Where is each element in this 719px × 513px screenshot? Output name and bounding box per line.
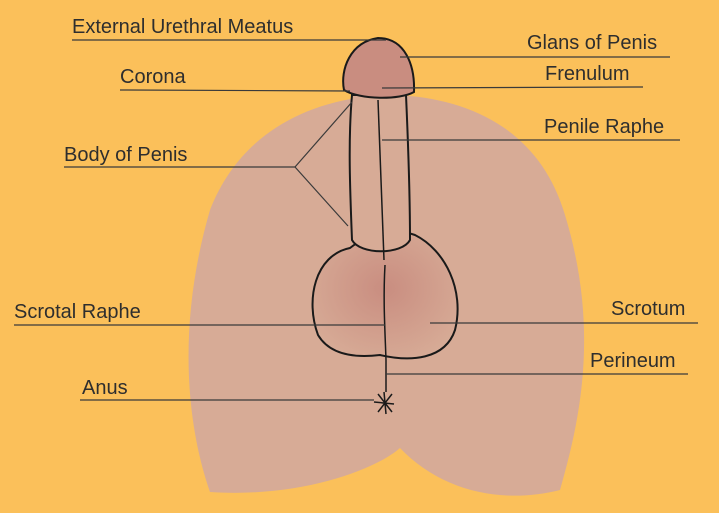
label-body-of-penis: Body of Penis xyxy=(64,144,188,166)
scrotal-raphe-line xyxy=(383,264,387,361)
glans-shape xyxy=(342,36,416,99)
scrotum-shape xyxy=(311,230,459,360)
label-perineum: Perineum xyxy=(590,350,676,372)
label-scrotum: Scrotum xyxy=(611,298,686,320)
anus-mark xyxy=(373,391,395,415)
label-penile-raphe: Penile Raphe xyxy=(544,116,665,138)
penile-raphe-line xyxy=(377,99,385,261)
label-scrotal-raphe: Scrotal Raphe xyxy=(14,301,141,323)
label-anus: Anus xyxy=(82,377,128,399)
label-frenulum: Frenulum xyxy=(545,63,630,85)
label-corona: Corona xyxy=(120,66,186,88)
shaft-shape xyxy=(348,94,412,253)
label-external-urethral-meatus: External Urethral Meatus xyxy=(72,16,294,38)
leader-lines xyxy=(14,39,698,401)
label-glans-of-penis: Glans of Penis xyxy=(527,32,658,54)
